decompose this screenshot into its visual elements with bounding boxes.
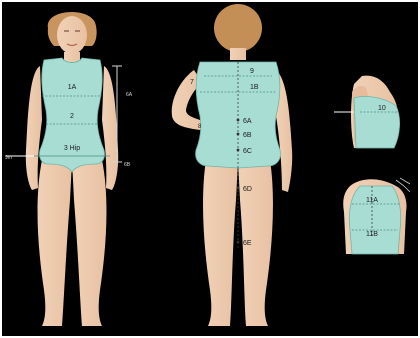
- back-mark-6b: [237, 133, 240, 136]
- back-neck: [230, 48, 246, 60]
- back-label-7: 7: [190, 79, 194, 86]
- back-mark-6a: [237, 119, 240, 122]
- back-label-6c: 6C: [243, 148, 252, 155]
- back-mark-6c: [237, 149, 240, 152]
- side-label-10: 10: [378, 105, 386, 112]
- back-label-6e: 6E: [243, 240, 252, 247]
- front-label-3-hip: 3 Hip: [64, 145, 80, 152]
- front-label-2: 2: [70, 113, 74, 120]
- front-label-left-mark: 9m: [5, 155, 12, 161]
- back-hair: [214, 4, 262, 52]
- front-face: [57, 16, 87, 54]
- front-neck: [64, 52, 80, 62]
- detail-label-11a: 11A: [366, 197, 378, 204]
- detail-label-11b: 11B: [366, 231, 378, 238]
- back-mark-6e: [237, 241, 240, 244]
- front-label-1a: 1A: [68, 84, 77, 91]
- front-label-6b: 6B: [124, 162, 131, 168]
- back-mark-6d: [237, 187, 240, 190]
- back-label-6a: 6A: [243, 118, 252, 125]
- back-label-6d: 6D: [243, 186, 252, 193]
- back-label-1b: 1B: [250, 84, 259, 91]
- back-label-9: 9: [250, 68, 254, 75]
- upper-back-detail: 11A 11B: [343, 178, 410, 254]
- back-label-6b: 6B: [243, 132, 252, 139]
- front-label-6a: 6A: [126, 92, 133, 98]
- side-bodysuit: [354, 96, 400, 148]
